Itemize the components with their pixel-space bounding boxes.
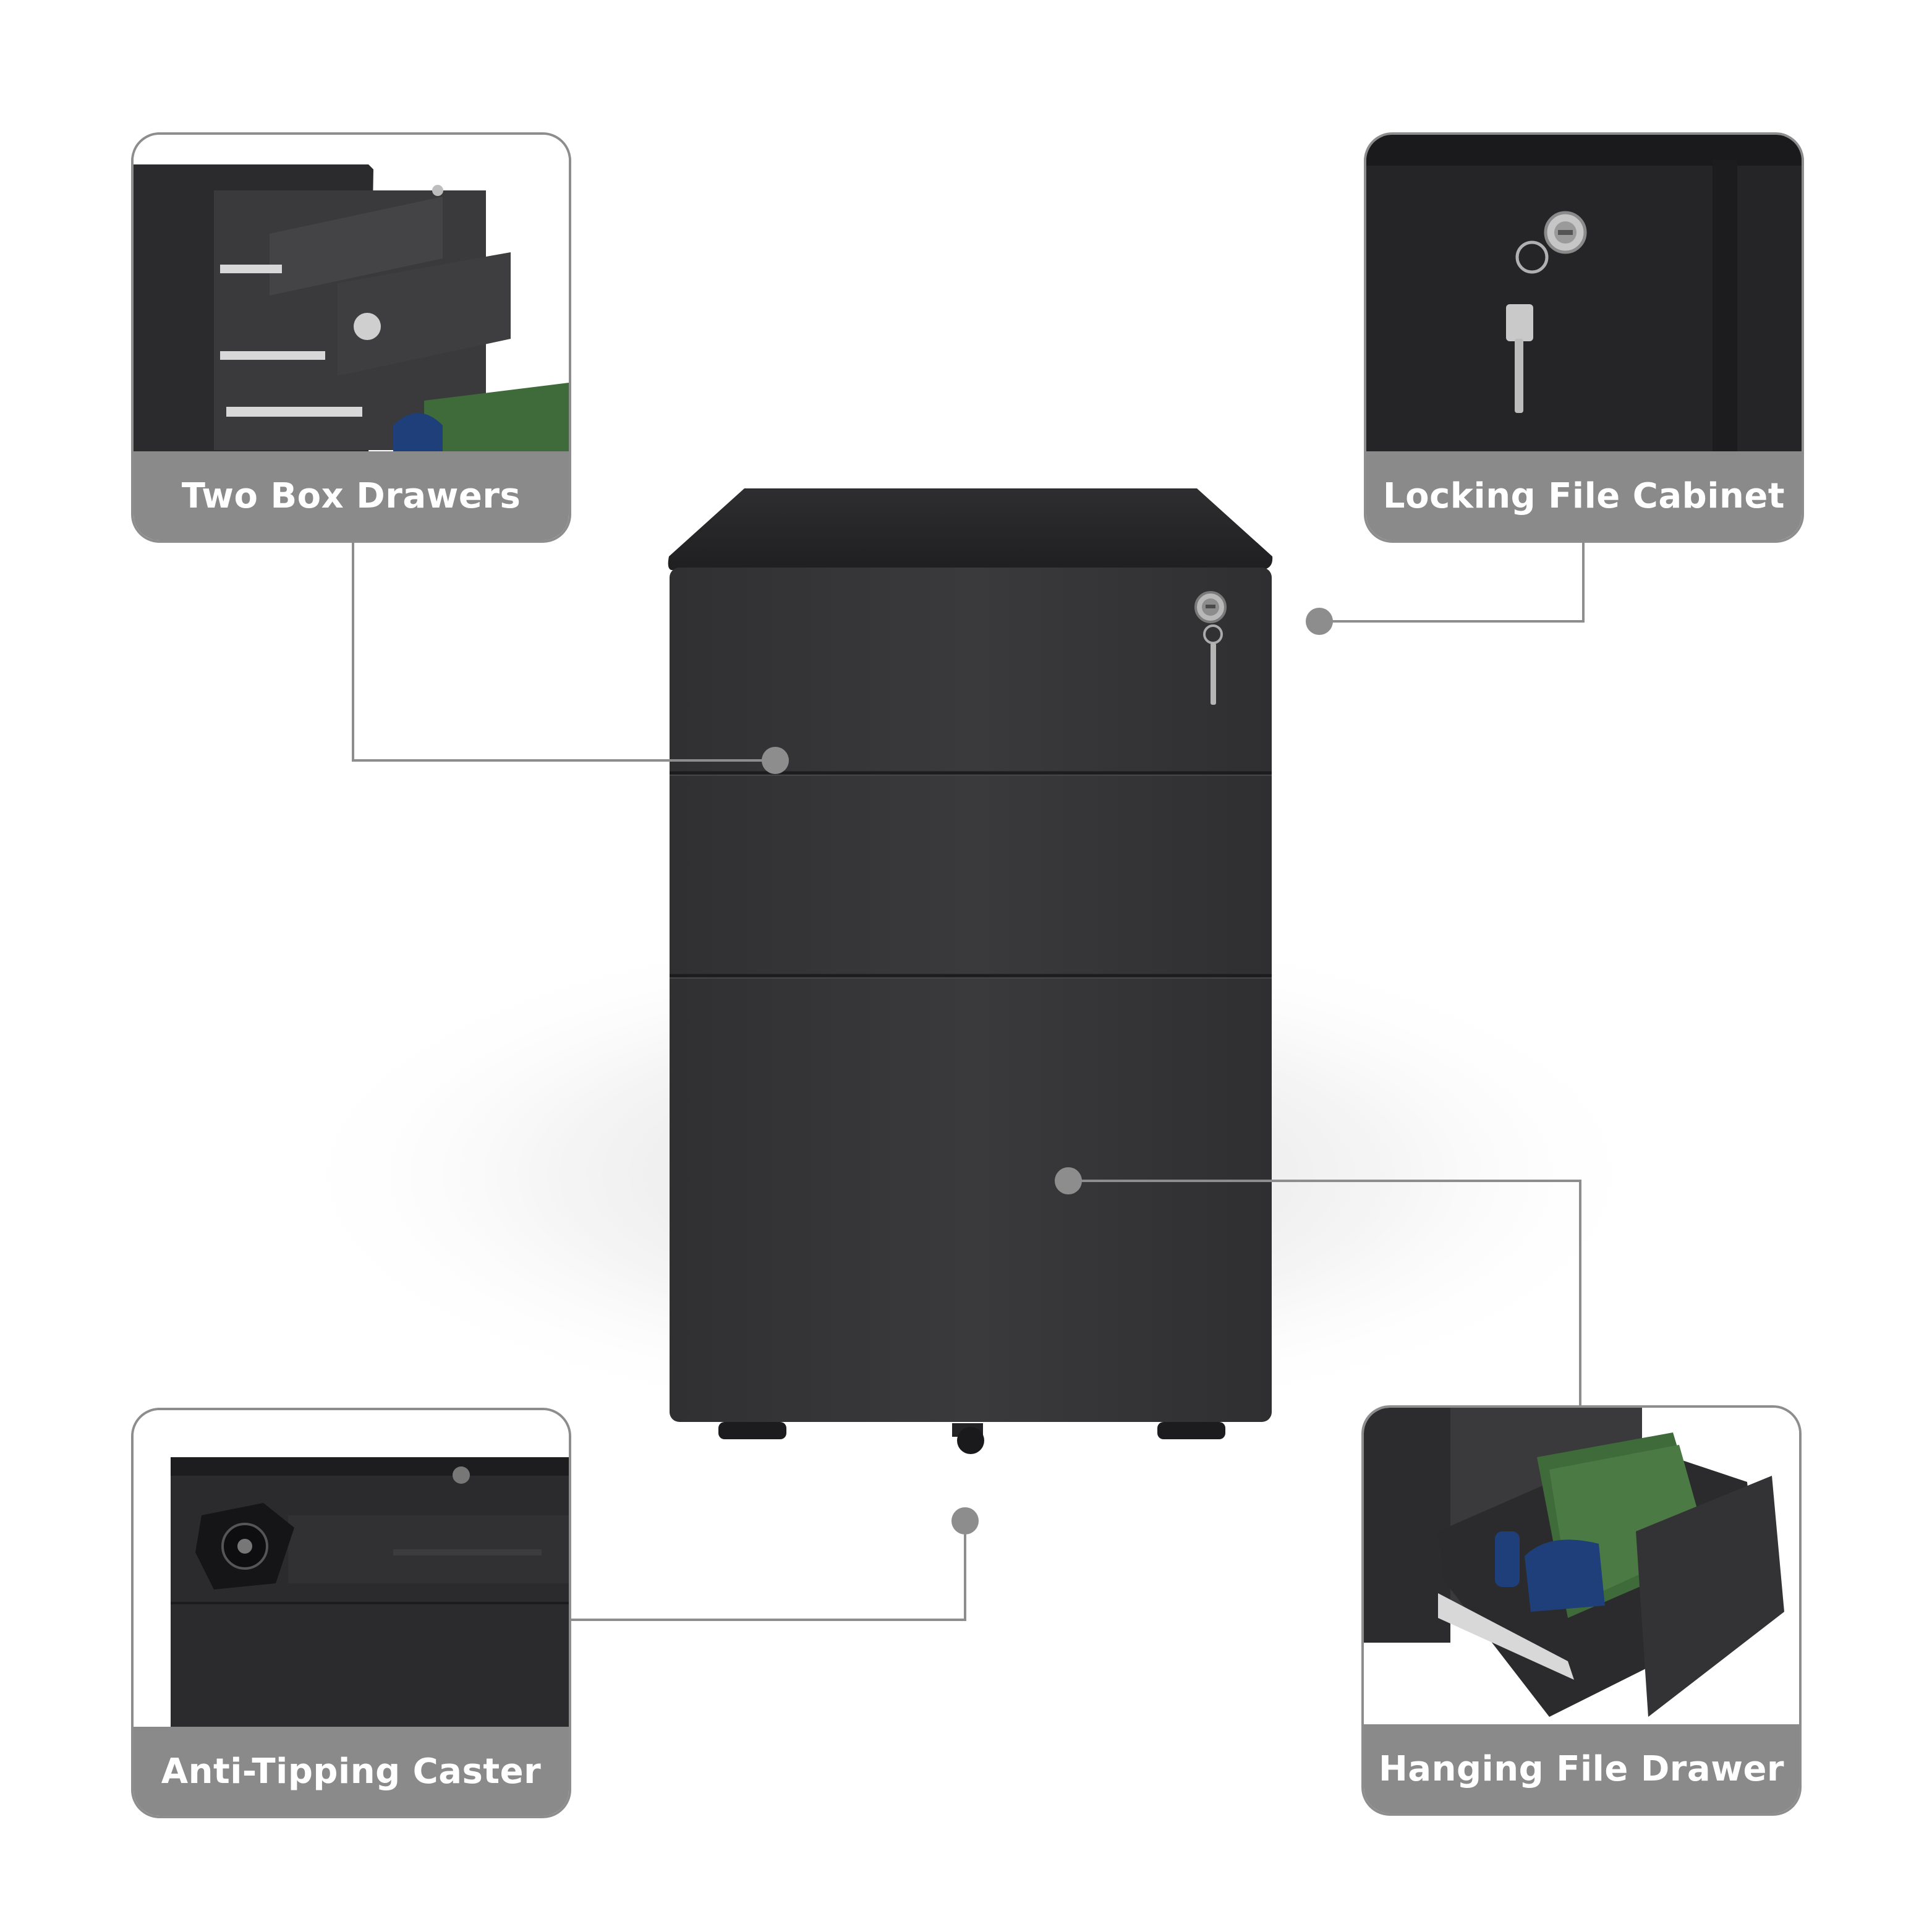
hotspot-anti-tipping-caster[interactable] (951, 1507, 979, 1534)
callout-card-hanging-file-drawer: Hanging File Drawer (1361, 1405, 1802, 1816)
connector-caster-v (964, 1521, 966, 1620)
callout-card-two-box-drawers: Two Box Drawers (131, 132, 571, 543)
connector-locking-v (1582, 543, 1585, 622)
hotspot-locking-file-cabinet[interactable] (1306, 608, 1333, 635)
caption-locking-file-cabinet: Locking File Cabinet (1366, 451, 1802, 540)
two-box-drawers-photo (134, 135, 569, 456)
hanging-file-drawer-photo (1364, 1408, 1799, 1729)
callout-card-locking-file-cabinet: Locking File Cabinet (1364, 132, 1804, 543)
connector-hanging-v (1579, 1180, 1581, 1408)
caster-feet (718, 1422, 1225, 1454)
locking-file-cabinet-photo (1366, 135, 1802, 456)
connector-two-box-drawers-v (352, 543, 354, 760)
callout-card-anti-tipping-caster: Anti-Tipping Caster (131, 1408, 571, 1818)
hotspot-two-box-drawers[interactable] (762, 747, 789, 774)
anti-tipping-caster-photo (134, 1410, 569, 1732)
connector-locking-h (1319, 620, 1585, 623)
connector-hanging-h (1068, 1180, 1581, 1182)
lock-icon (1194, 591, 1227, 705)
hotspot-hanging-file-drawer[interactable] (1055, 1167, 1082, 1194)
connector-caster-h (571, 1619, 966, 1621)
caption-anti-tipping-caster: Anti-Tipping Caster (134, 1727, 569, 1816)
caption-two-box-drawers: Two Box Drawers (134, 451, 569, 540)
cabinet-body (670, 568, 1272, 1422)
cabinet-top (668, 488, 1273, 570)
caption-hanging-file-drawer: Hanging File Drawer (1364, 1724, 1799, 1813)
connector-two-box-drawers-h (352, 759, 776, 762)
